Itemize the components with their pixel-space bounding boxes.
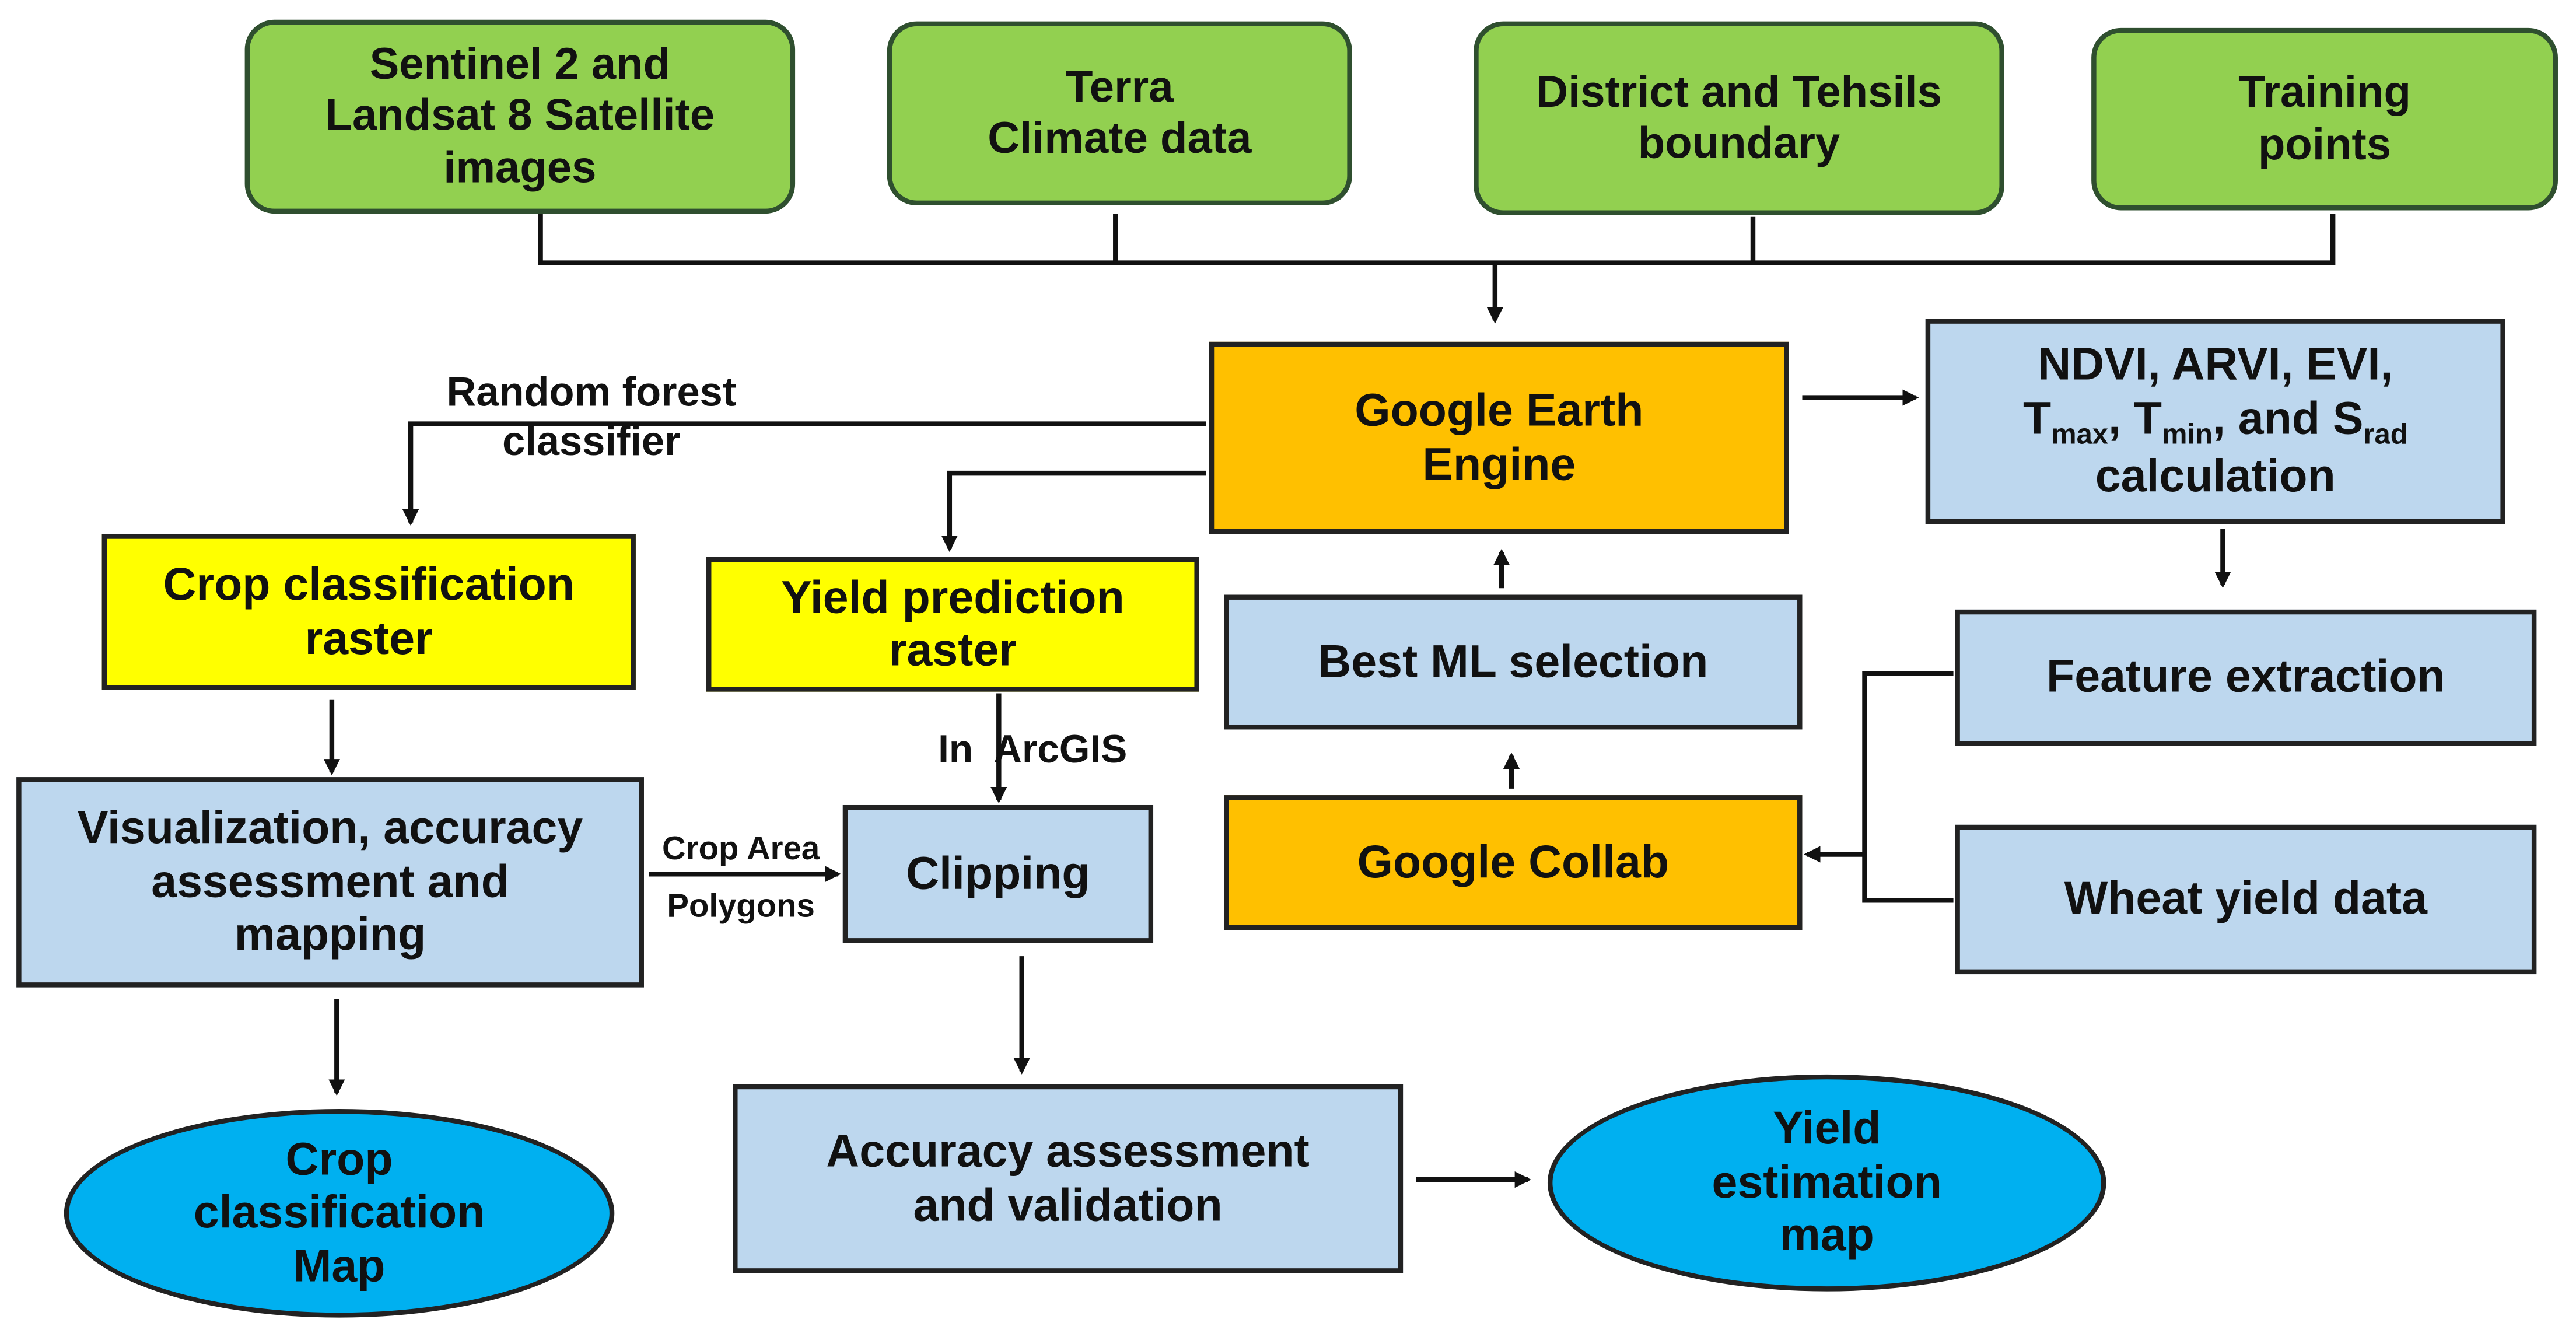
google-collab-box: Google Collab (1224, 795, 1803, 930)
accuracy-assessment-box: Accuracy assessment and validation (733, 1084, 1404, 1273)
satellite-images-box: Sentinel 2 and Landsat 8 Satellite image… (244, 19, 796, 214)
best-ml-selection-box: Best ML selection (1224, 594, 1803, 730)
input-bus-line (538, 214, 2336, 265)
wheat-yield-data-box: Wheat yield data (1955, 824, 2537, 975)
visualization-box: Visualization, accuracy assessment and m… (16, 777, 644, 988)
yield-prediction-raster-box: Yield prediction raster (706, 557, 1199, 692)
crop-classification-raster-box: Crop classification raster (102, 534, 636, 690)
boundary-box: District and Tehsils boundary (1474, 21, 2004, 215)
indices-calculation-box: NDVI, ARVI, EVI, Tmax, Tmin, and Srad ca… (1925, 319, 2505, 524)
feature-wheat-bracket (1862, 671, 1954, 903)
training-points-box: Training points (2091, 27, 2558, 211)
climate-data-box: Terra Climate data (887, 21, 1352, 206)
indices-line-2: Tmax, Tmin, and Srad (2022, 392, 2408, 450)
crop-classification-map-ellipse: Crop classification Map (64, 1109, 615, 1318)
gee-to-yield-raster-arrow (941, 470, 1206, 552)
indices-line-1: NDVI, ARVI, EVI, (2038, 339, 2393, 390)
google-earth-engine-box: Google Earth Engine (1209, 341, 1789, 534)
yield-estimation-map-ellipse: Yield estimation map (1547, 1074, 2106, 1292)
indices-line-3: calculation (2095, 450, 2336, 502)
feature-extraction-box: Feature extraction (1955, 609, 2537, 746)
random-forest-label: Random forest classifier (446, 369, 737, 466)
crop-area-polygons-label: Crop Area Polygons (662, 831, 820, 925)
clipping-box: Clipping (842, 804, 1154, 943)
gee-to-crop-raster-arrow (402, 421, 1206, 526)
in-arcgis-label: In ArcGIS (938, 727, 1128, 772)
